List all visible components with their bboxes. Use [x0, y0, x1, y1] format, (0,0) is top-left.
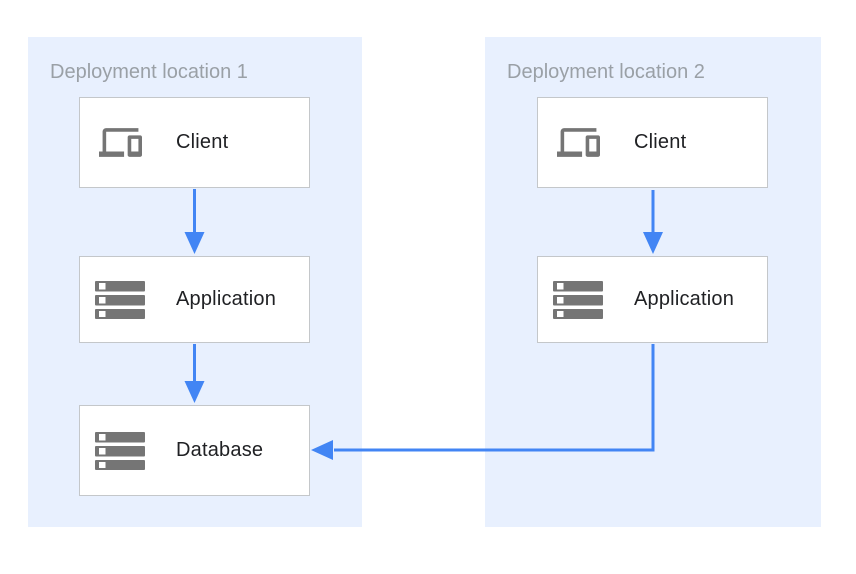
node-label: Client [176, 131, 229, 153]
node-label: Client [634, 131, 687, 153]
node-location1-client: Client [79, 97, 310, 188]
node-location1-database: Database [79, 405, 310, 496]
zone-2-title: Deployment location 2 [507, 61, 705, 83]
node-label: Application [176, 288, 277, 310]
deployment-location-2-zone: Deployment location 2 Client [485, 37, 821, 527]
devices-icon [94, 121, 146, 164]
deployment-location-1-zone: Deployment location 1 Client [28, 37, 362, 527]
node-label: Application [634, 288, 735, 310]
devices-icon [552, 121, 604, 164]
server-icon [552, 280, 604, 319]
zone-1-title: Deployment location 1 [50, 61, 248, 83]
server-icon [94, 280, 146, 319]
node-label: Database [176, 439, 264, 461]
node-location1-application: Application [79, 256, 310, 343]
node-location2-client: Client [537, 97, 768, 188]
server-icon [94, 431, 146, 470]
node-location2-application: Application [537, 256, 768, 343]
